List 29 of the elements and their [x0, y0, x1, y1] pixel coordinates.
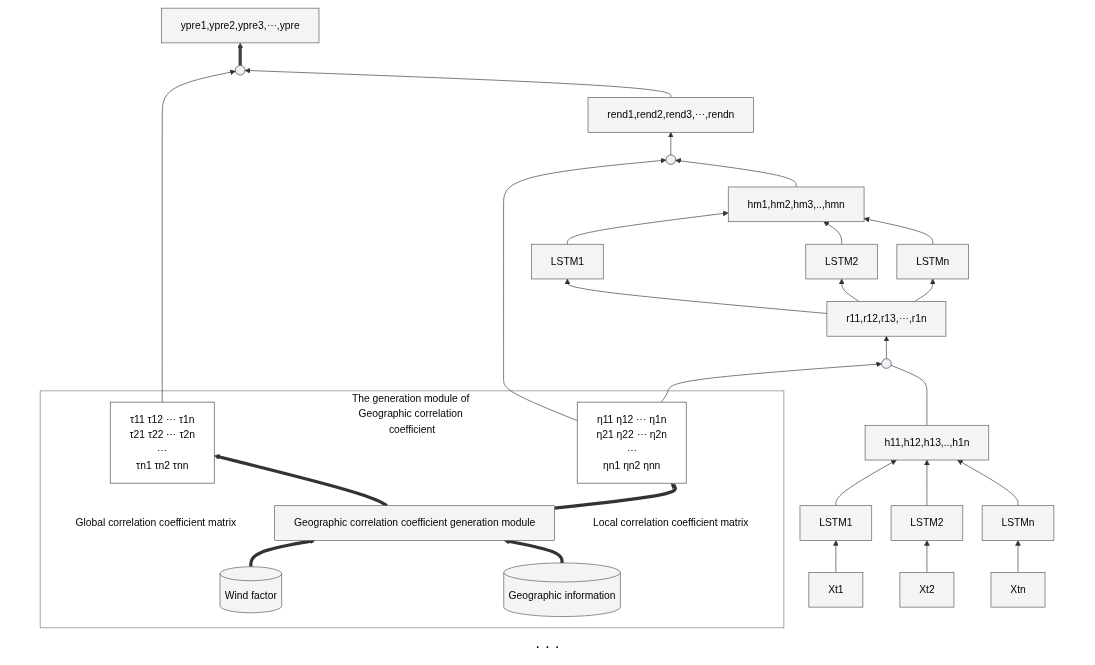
arrow — [249, 538, 316, 567]
node-box: hm1,hm2,hm3,..,hmn — [728, 186, 865, 222]
arrow — [554, 482, 678, 510]
node-box: LSTMn — [897, 243, 970, 279]
node-box: rend1,rend2,rend3,⋯,rendn — [588, 96, 755, 133]
connector — [891, 364, 928, 426]
node-circle — [881, 357, 893, 369]
node-box: Geographic correlation coefficient generation module — [274, 504, 556, 541]
node-box: Xt1 — [809, 571, 864, 607]
node-circle — [235, 64, 246, 75]
node-box: r11,r12,r13,⋯,r1n — [827, 300, 947, 336]
node-box: ypre1,ypre2,ypre3,⋯,ypre — [161, 7, 320, 43]
arrow — [214, 453, 389, 507]
node-box: LSTM2 — [891, 504, 964, 541]
node-box: LSTM2 — [805, 243, 879, 279]
node-box: τ11 τ12 ⋯ τ1n τ21 τ22 ⋯ τ2n ⋯ τn1 τn2 τnn — [110, 401, 216, 483]
node-circle — [666, 154, 677, 165]
node-box: Xt2 — [900, 571, 955, 607]
node-label: Local correlation coefficient matrix — [593, 516, 749, 528]
node-box: Xtn — [991, 571, 1046, 607]
node-box: LSTM1 — [800, 504, 873, 541]
arrow — [504, 538, 565, 563]
arrow — [237, 42, 244, 65]
node-box: h11,h12,h13,..,h1n — [865, 424, 990, 460]
ellipsis-note: · · · — [535, 638, 560, 655]
node-box: LSTMn — [982, 504, 1055, 541]
node-box: LSTM1 — [531, 243, 605, 279]
node-label: Global correlation coefficient matrix — [76, 516, 237, 528]
node-box: η11 η12 ⋯ η1n η21 η22 ⋯ η2n ⋯ ηn1 ηn2 ηnn — [577, 401, 687, 483]
